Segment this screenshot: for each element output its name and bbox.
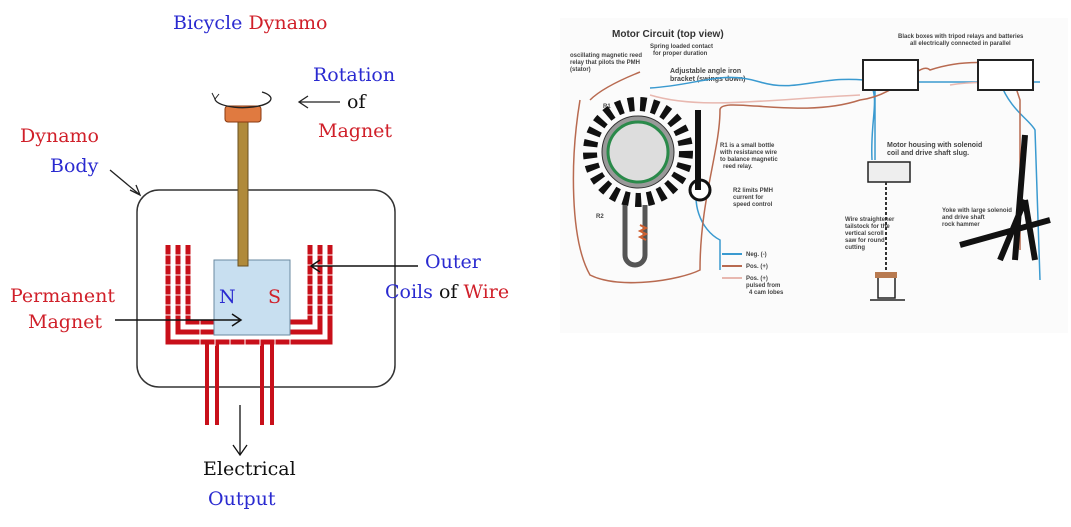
rotation-of-label: of <box>347 91 367 113</box>
output-label: Electrical <box>203 458 296 480</box>
svg-text:reed relay.: reed relay. <box>723 164 753 170</box>
tailstock <box>875 272 897 278</box>
svg-text:vertical scroll: vertical scroll <box>845 231 884 237</box>
body-arrow-icon <box>109 169 142 197</box>
dynamo-title: Bicycle Dynamo <box>173 12 327 34</box>
svg-text:Black boxes with tripod relays: Black boxes with tripod relays and batte… <box>898 34 1024 40</box>
output-label-2: Output <box>208 488 276 510</box>
svg-text:relay that pilots the PMH: relay that pilots the PMH <box>570 60 640 66</box>
magnet-arrow-icon <box>115 313 243 327</box>
tailstock-base <box>870 278 905 301</box>
svg-text:oscillating magnetic reed: oscillating magnetic reed <box>570 53 642 59</box>
svg-text:rock hammer: rock hammer <box>942 222 980 228</box>
svg-text:coil and drive shaft slug.: coil and drive shaft slug. <box>887 150 969 157</box>
svg-text:Yoke with large solenoid: Yoke with large solenoid <box>942 208 1012 214</box>
rotation-pointer-arrow-icon <box>297 95 340 109</box>
svg-text:tailstock for the: tailstock for the <box>845 224 890 230</box>
svg-text:Adjustable angle iron: Adjustable angle iron <box>670 68 741 75</box>
magnet-label: Permanent <box>10 285 115 307</box>
svg-text:current for: current for <box>733 195 764 201</box>
magnet-label-2: Magnet <box>28 311 102 333</box>
legend-pulsed-label: Pos. (+) <box>746 276 768 282</box>
motor-housing <box>867 161 911 183</box>
svg-text:R2: R2 <box>596 214 604 220</box>
svg-text:cutting: cutting <box>845 245 865 251</box>
output-arrow-icon <box>232 405 248 457</box>
south-pole: S <box>268 286 281 308</box>
body-label: Dynamo <box>20 125 99 147</box>
svg-text:R2 limits PMH: R2 limits PMH <box>733 188 773 194</box>
svg-text:saw for round: saw for round <box>845 238 885 244</box>
coils-label-2: Coils of Wire <box>385 281 509 303</box>
shaft <box>237 117 249 267</box>
dynamo-body <box>136 189 396 388</box>
body-label-2: Body <box>50 155 99 177</box>
rotation-knob <box>224 105 262 123</box>
rotation-magnet-label: Magnet <box>318 120 392 142</box>
svg-text:for proper duration: for proper duration <box>653 51 708 57</box>
svg-text:R1 is a small bottle: R1 is a small bottle <box>720 143 775 149</box>
svg-text:to balance magnetic: to balance magnetic <box>720 157 778 163</box>
svg-text:with resistance wire: with resistance wire <box>719 150 778 156</box>
svg-text:and drive shaft: and drive shaft <box>942 215 985 221</box>
circuit-title: Motor Circuit (top view) <box>612 29 724 40</box>
stator <box>583 97 712 268</box>
coils-label: Outer <box>425 251 482 273</box>
rotation-arrowhead-icon <box>211 92 220 100</box>
svg-text:(stator): (stator) <box>570 67 591 73</box>
svg-text:pulsed from: pulsed from <box>746 283 780 289</box>
legend: Neg. (-) Pos. (+) Pos. (+) pulsed from 4… <box>722 252 784 296</box>
svg-text:Motor housing with solenoid: Motor housing with solenoid <box>887 142 982 149</box>
north-pole: N <box>219 286 236 308</box>
motor-circuit-diagram: Motor Circuit (top view) oscillating mag… <box>560 18 1068 333</box>
relay-box-2 <box>977 59 1034 91</box>
svg-text:4 cam lobes: 4 cam lobes <box>749 290 784 296</box>
legend-pos-label: Pos. (+) <box>746 264 768 270</box>
svg-text:Wire straightener: Wire straightener <box>845 217 895 223</box>
rotation-arrow-icon <box>214 91 272 109</box>
svg-text:all electrically connected in: all electrically connected in parallel <box>910 41 1011 47</box>
bicycle-dynamo-diagram: Bicycle Dynamo N S Rotation of Magnet Dy… <box>10 12 509 510</box>
permanent-magnet <box>213 259 291 336</box>
svg-text:speed control: speed control <box>733 202 773 208</box>
yoke <box>959 134 1051 262</box>
svg-text:Spring loaded contact: Spring loaded contact <box>650 44 713 50</box>
legend-neg-label: Neg. (-) <box>746 252 767 258</box>
rotation-label: Rotation <box>313 64 395 86</box>
coils-arrow-icon <box>309 259 418 273</box>
relay-box-1 <box>862 59 919 91</box>
